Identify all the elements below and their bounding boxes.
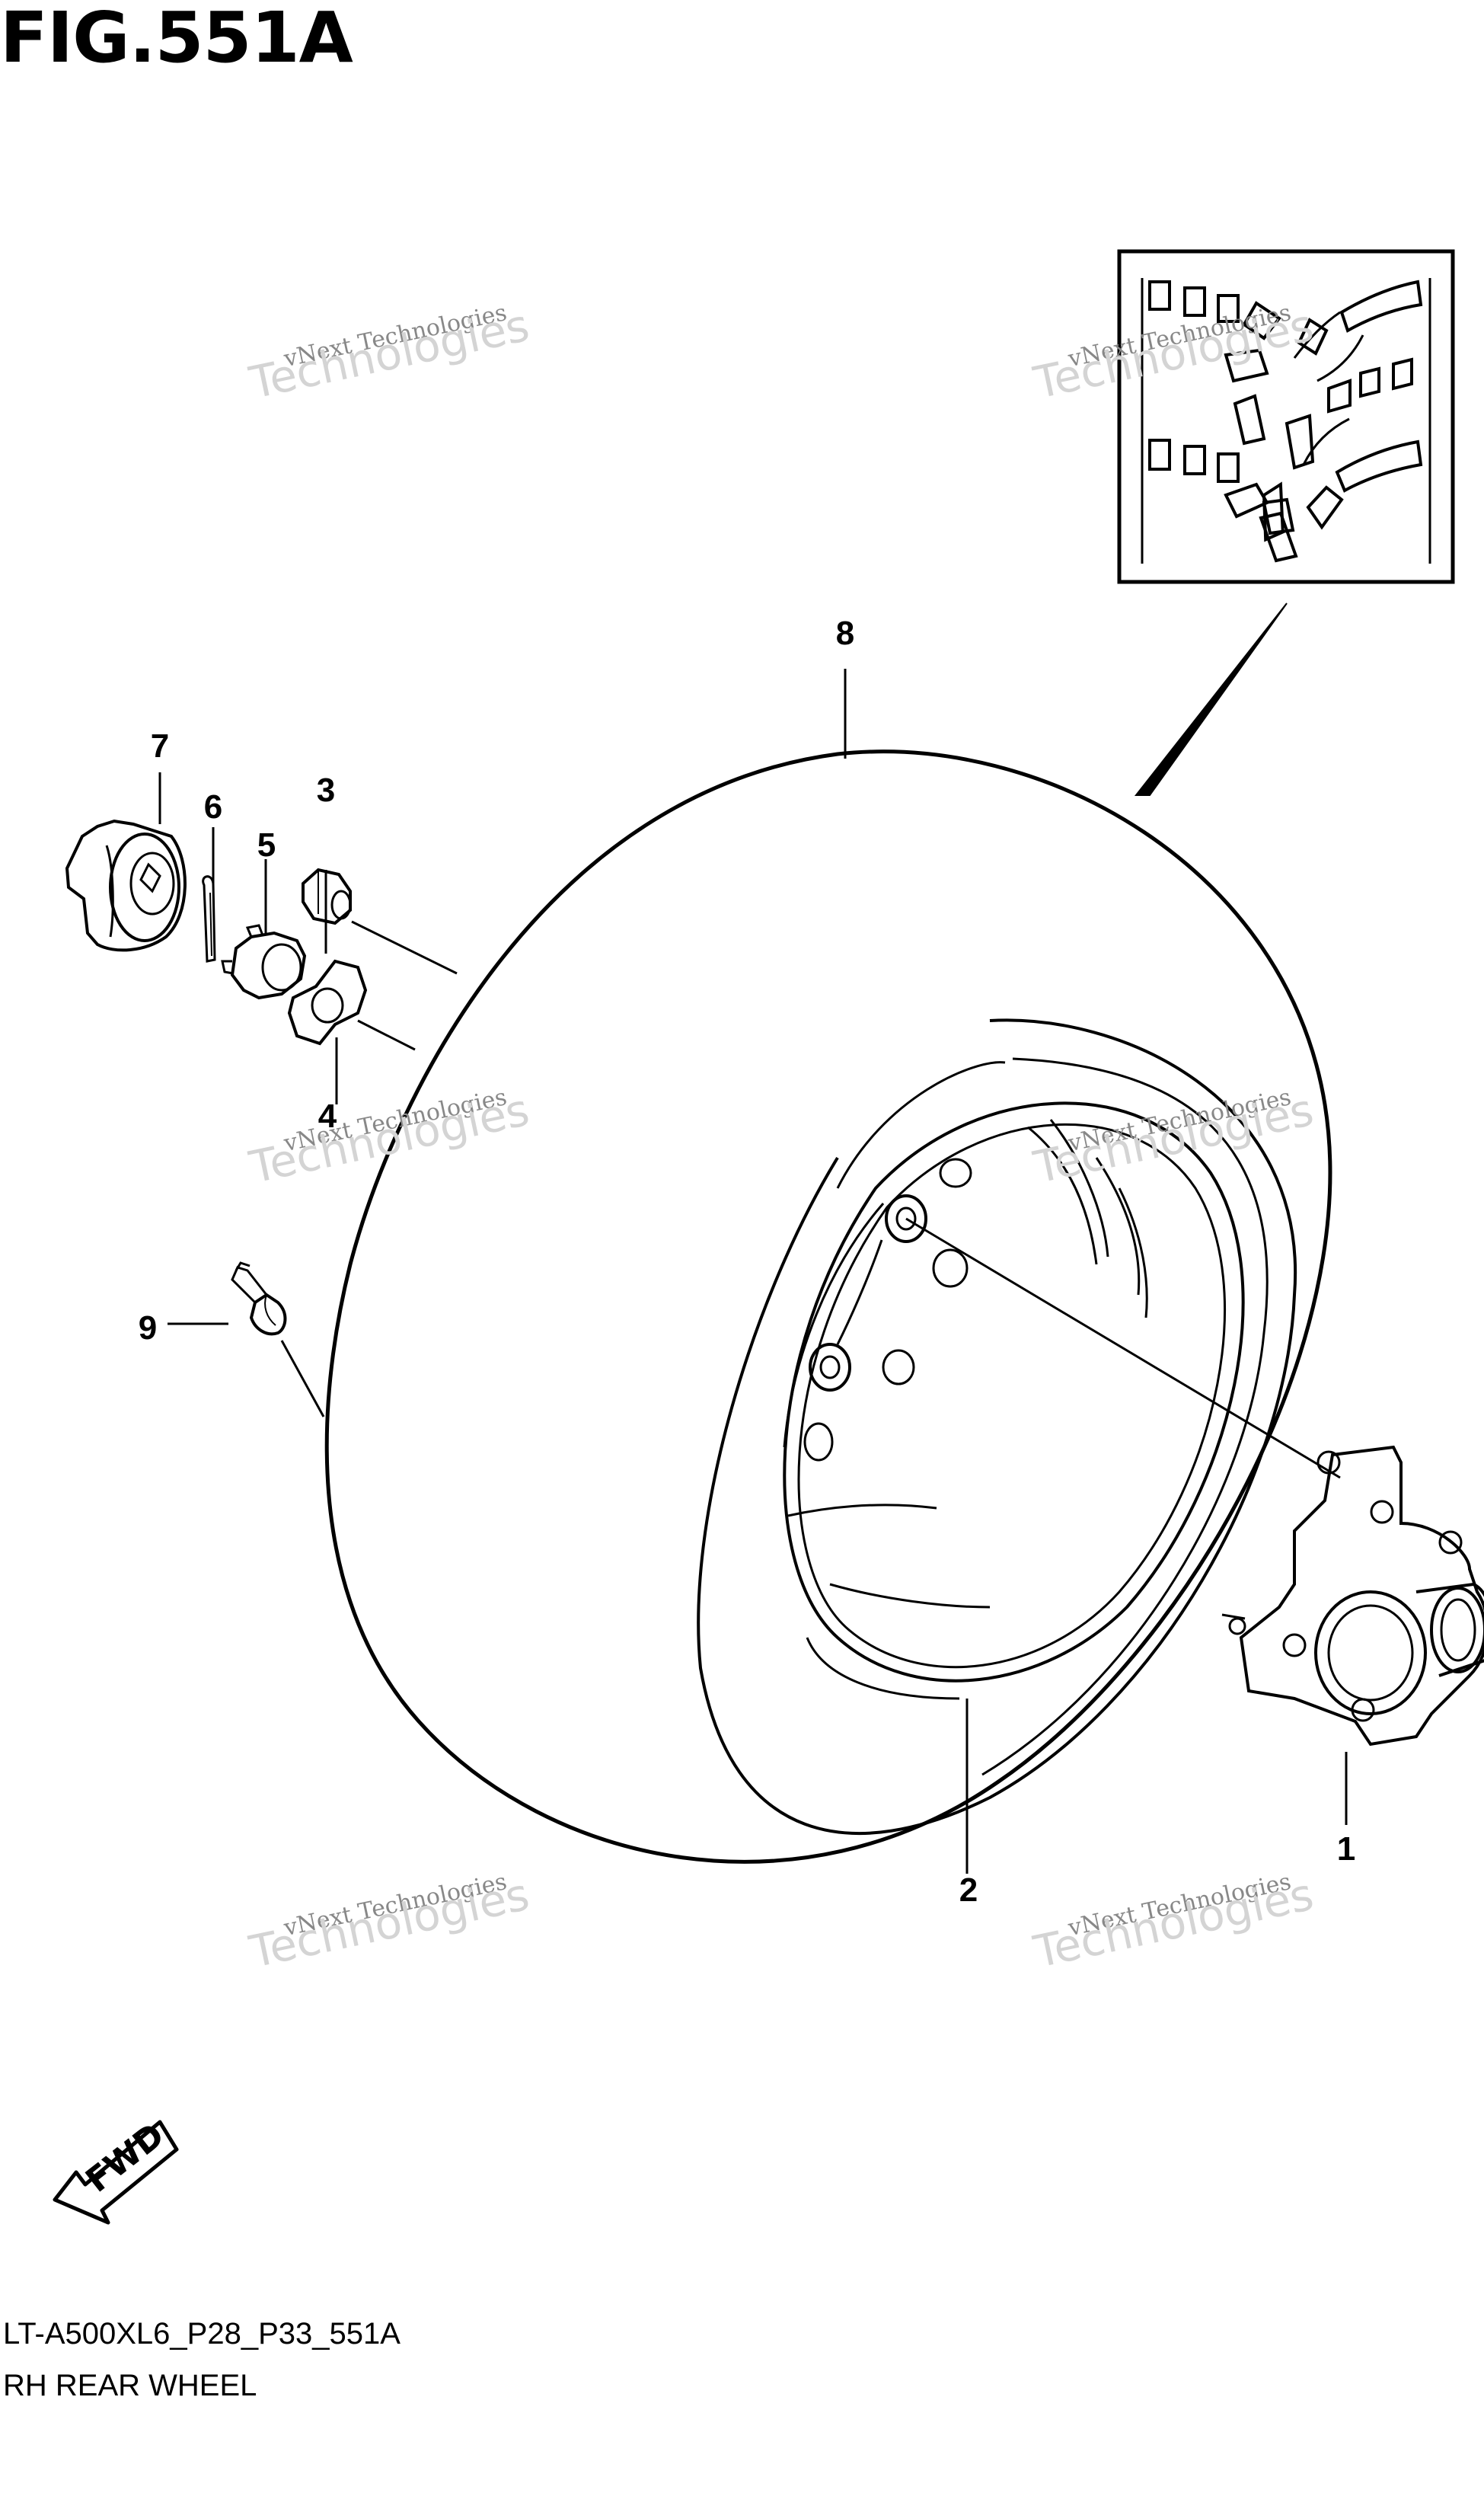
fwd-label: FWD (78, 2116, 171, 2200)
inset-pointer (1134, 602, 1288, 796)
tire (324, 749, 1332, 1864)
callout-2: 2 (959, 1871, 978, 1909)
leader-lines (158, 669, 1348, 1874)
callout-7: 7 (151, 727, 169, 765)
callout-1: 1 (1337, 1830, 1355, 1868)
hub (1221, 1445, 1484, 1747)
callouts: 1 2 3 4 5 6 7 8 9 (139, 615, 1355, 1909)
callout-5: 5 (257, 826, 276, 864)
callout-3: 3 (317, 772, 335, 809)
callout-9: 9 (139, 1309, 157, 1347)
callout-4: 4 (318, 1098, 337, 1135)
fwd-arrow: FWD (53, 2116, 179, 2225)
tread-detail-inset (1117, 249, 1455, 584)
callout-8: 8 (836, 615, 854, 652)
figure-name: RH REAR WHEEL (3, 2369, 257, 2402)
hub-cap (65, 819, 187, 952)
valve-stem (231, 1261, 287, 1336)
cotter-pin (202, 875, 216, 963)
callout-6: 6 (204, 788, 222, 826)
wheel-rim (783, 1101, 1245, 1700)
castle-nut (221, 924, 307, 1000)
washer (287, 959, 368, 1046)
figure-title: FIG.551A (0, 0, 353, 78)
figure-code: LT-A500XL6_P28_P33_551A (3, 2317, 401, 2351)
